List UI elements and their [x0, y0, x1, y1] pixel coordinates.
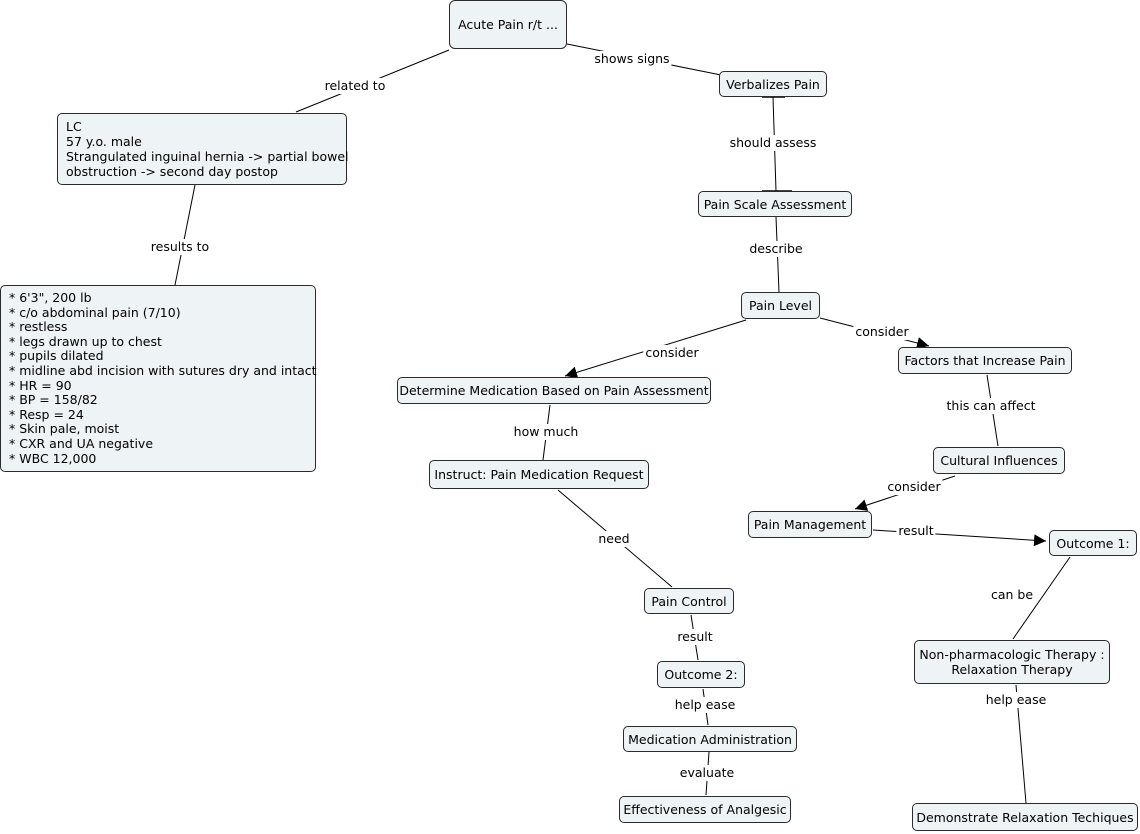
link-label-results-to: results to	[148, 239, 212, 255]
concept-acute-pain[interactable]: Acute Pain r/t ...	[449, 0, 567, 49]
link-line-results-to	[174, 184, 196, 286]
link-label-evaluate: evaluate	[677, 765, 737, 781]
link-label-help-ease-med: help ease	[672, 697, 738, 713]
finding-line: * 6'3", 200 lb	[9, 290, 92, 305]
link-line-can-be	[1012, 556, 1071, 640]
link-label-describe: describe	[747, 241, 805, 257]
concept-pain-scale-assessment[interactable]: Pain Scale Assessment	[698, 191, 852, 217]
concept-determine-medication[interactable]: Determine Medication Based on Pain Asses…	[397, 377, 711, 404]
concept-outcome-1[interactable]: Outcome 1:	[1049, 530, 1137, 556]
link-label-this-can-affect: this can affect	[944, 398, 1038, 414]
patient-line: obstruction -> second day postop	[66, 164, 278, 179]
finding-line: * Skin pale, moist	[9, 421, 120, 437]
link-label-result-outcome2: result	[675, 629, 715, 645]
finding-line: * CXR and UA negative	[9, 435, 154, 451]
patient-line: LC	[66, 119, 82, 134]
finding-line: * HR = 90	[9, 377, 72, 393]
patient-line: 57 y.o. male	[66, 134, 142, 149]
link-label-result-outcome1: result	[896, 523, 936, 539]
concept-medication-administration[interactable]: Medication Administration	[623, 726, 797, 752]
concept-verbalizes-pain[interactable]: Verbalizes Pain	[719, 71, 827, 97]
concept-factors-increase-pain[interactable]: Factors that Increase Pain	[898, 347, 1072, 374]
concept-medication-administration-label: Medication Administration	[628, 731, 792, 747]
concept-demonstrate-relaxation-label: Demonstrate Relaxation Techiques	[916, 809, 1134, 825]
concept-outcome-1-label: Outcome 1:	[1056, 535, 1130, 551]
concept-demonstrate-relaxation[interactable]: Demonstrate Relaxation Techiques	[912, 803, 1138, 831]
concept-pain-control-label: Pain Control	[651, 593, 727, 609]
link-label-should-assess: should assess	[727, 135, 819, 151]
link-label-need: need	[596, 531, 632, 547]
link-label-related-to: related to	[322, 78, 388, 94]
concept-instruct-medication-request-label: Instruct: Pain Medication Request	[434, 467, 644, 482]
link-label-how-much: how much	[511, 424, 581, 440]
link-label-shows-signs: shows signs	[592, 51, 672, 67]
concept-pain-scale-assessment-label: Pain Scale Assessment	[703, 196, 847, 212]
finding-line: * Resp = 24	[9, 406, 84, 422]
concept-nonpharmacologic-therapy[interactable]: Non-pharmacologic Therapy : Relaxation T…	[914, 640, 1110, 684]
concept-clinical-findings[interactable]: * 6'3", 200 lb * c/o abdominal pain (7/1…	[0, 285, 317, 472]
finding-line: * midline abd incision with sutures dry …	[9, 362, 317, 378]
concept-acute-pain-label: Acute Pain r/t ...	[458, 17, 558, 32]
link-label-consider-right: consider	[853, 324, 911, 340]
concept-nonpharmacologic-therapy-line: Relaxation Therapy	[951, 662, 1073, 677]
concept-verbalizes-pain-label: Verbalizes Pain	[726, 76, 820, 92]
finding-line: * pupils dilated	[9, 348, 104, 364]
concept-pain-management-label: Pain Management	[753, 517, 867, 532]
concept-pain-level-label: Pain Level	[748, 298, 812, 313]
concept-cultural-influences-label: Cultural Influences	[940, 453, 1058, 468]
concept-cultural-influences[interactable]: Cultural Influences	[933, 447, 1065, 474]
link-label-consider-cultural: consider	[885, 479, 943, 495]
concept-outcome-2-label: Outcome 2:	[664, 667, 738, 682]
concept-patient-info[interactable]: LC 57 y.o. male Strangulated inguinal he…	[57, 113, 349, 185]
finding-line: * WBC 12,000	[9, 450, 97, 466]
finding-line: * restless	[9, 319, 68, 335]
concept-factors-increase-pain-label: Factors that Increase Pain	[904, 353, 1066, 368]
concept-nonpharmacologic-therapy-line: Non-pharmacologic Therapy :	[919, 647, 1105, 662]
concept-pain-level[interactable]: Pain Level	[741, 292, 820, 319]
concept-effectiveness-of-analgesic[interactable]: Effectiveness of Analgesic	[619, 796, 791, 823]
concept-pain-management[interactable]: Pain Management	[748, 511, 872, 538]
concept-effectiveness-of-analgesic-label: Effectiveness of Analgesic	[623, 802, 787, 817]
concept-outcome-2[interactable]: Outcome 2:	[657, 661, 745, 688]
concept-determine-medication-label: Determine Medication Based on Pain Asses…	[399, 383, 709, 398]
link-label-help-ease-relax: help ease	[983, 692, 1049, 708]
patient-line: Strangulated inguinal hernia -> partial …	[66, 149, 349, 164]
finding-line: * c/o abdominal pain (7/10)	[9, 304, 181, 320]
finding-line: * legs drawn up to chest	[9, 333, 162, 349]
concept-pain-control[interactable]: Pain Control	[644, 588, 734, 614]
concept-instruct-medication-request[interactable]: Instruct: Pain Medication Request	[429, 460, 649, 489]
link-label-consider-left: consider	[643, 345, 701, 361]
link-label-can-be: can be	[988, 587, 1036, 603]
finding-line: * BP = 158/82	[9, 392, 98, 408]
